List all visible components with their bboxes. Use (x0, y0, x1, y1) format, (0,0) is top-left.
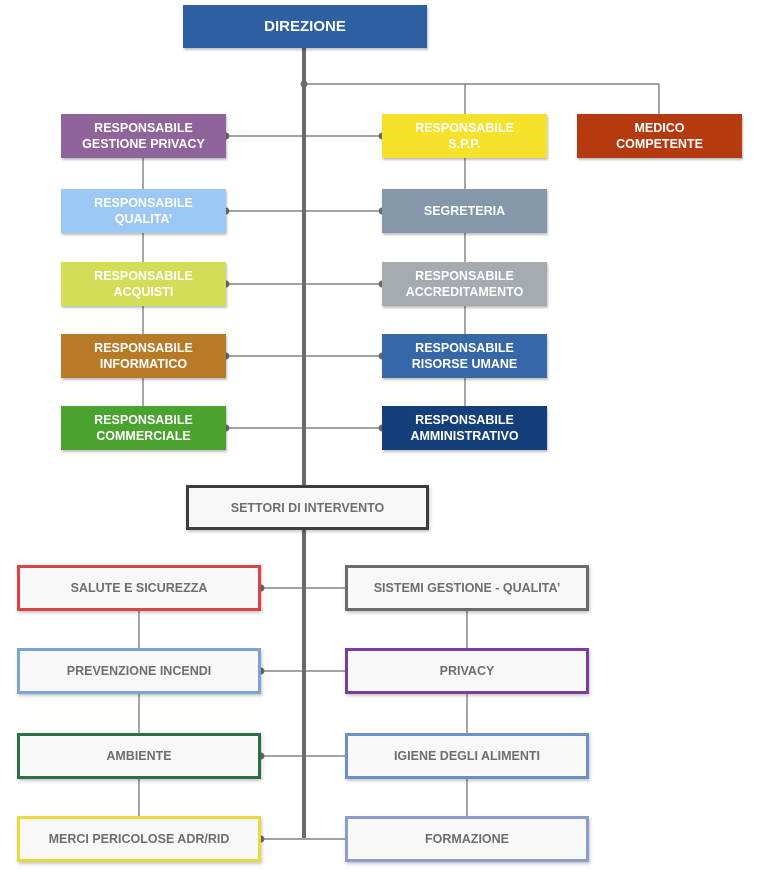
box-label: RESPONSABILE ACQUISTI (94, 269, 193, 299)
box-responsabile-commerciale: RESPONSABILE COMMERCIALE (61, 406, 226, 450)
area-label: IGIENE DEGLI ALIMENTI (393, 749, 541, 763)
area-merci-pericolose: MERCI PERICOLOSE ADR/RID (17, 816, 261, 862)
area-label: MERCI PERICOLOSE ADR/RID (48, 832, 230, 846)
box-label: RESPONSABILE COMMERCIALE (94, 413, 193, 443)
box-segreteria: SEGRETERIA (382, 189, 547, 233)
box-label: RESPONSABILE AMMINISTRATIVO (410, 413, 519, 443)
area-sistemi-gestione-qualita: SISTEMI GESTIONE - QUALITA’ (345, 565, 589, 611)
box-label: RESPONSABILE INFORMATICO (94, 341, 193, 371)
direzione-label: DIREZIONE (264, 17, 346, 35)
box-responsabile-qualita: RESPONSABILE QUALITA’ (61, 189, 226, 233)
box-responsabile-gestione-privacy: RESPONSABILE GESTIONE PRIVACY (61, 114, 226, 158)
area-label: PREVENZIONE INCENDI (66, 664, 212, 678)
box-label: SEGRETERIA (423, 204, 506, 218)
area-label: PRIVACY (439, 664, 495, 678)
box-responsabile-amministrativo: RESPONSABILE AMMINISTRATIVO (382, 406, 547, 450)
box-label: RESPONSABILE RISORSE UMANE (411, 341, 518, 371)
box-label: RESPONSABILE GESTIONE PRIVACY (82, 121, 205, 151)
box-responsabile-acquisti: RESPONSABILE ACQUISTI (61, 262, 226, 306)
area-salute-sicurezza: SALUTE E SICUREZZA (17, 565, 261, 611)
box-responsabile-spp: RESPONSABILE S.P.P. (382, 114, 547, 158)
box-responsabile-accreditamento: RESPONSABILE ACCREDITAMENTO (382, 262, 547, 306)
box-responsabile-risorse-umane: RESPONSABILE RISORSE UMANE (382, 334, 547, 378)
box-label: MEDICO COMPETENTE (616, 121, 703, 151)
area-igiene-alimenti: IGIENE DEGLI ALIMENTI (345, 733, 589, 779)
area-privacy: PRIVACY (345, 648, 589, 694)
box-label: RESPONSABILE S.P.P. (415, 121, 514, 151)
area-ambiente: AMBIENTE (17, 733, 261, 779)
area-label: SALUTE E SICUREZZA (70, 581, 208, 595)
area-label: SISTEMI GESTIONE - QUALITA’ (373, 581, 561, 595)
area-label: AMBIENTE (106, 749, 172, 763)
area-prevenzione-incendi: PREVENZIONE INCENDI (17, 648, 261, 694)
direzione-box: DIREZIONE (183, 5, 427, 48)
settori-di-intervento-box: SETTORI DI INTERVENTO (186, 485, 429, 530)
box-label: RESPONSABILE ACCREDITAMENTO (405, 269, 524, 299)
box-responsabile-informatico: RESPONSABILE INFORMATICO (61, 334, 226, 378)
area-formazione: FORMAZIONE (345, 816, 589, 862)
area-label: FORMAZIONE (424, 832, 510, 846)
box-label: RESPONSABILE QUALITA’ (94, 196, 193, 226)
settori-label: SETTORI DI INTERVENTO (230, 500, 385, 515)
box-medico-competente: MEDICO COMPETENTE (577, 114, 742, 158)
connector-dot (300, 80, 308, 88)
